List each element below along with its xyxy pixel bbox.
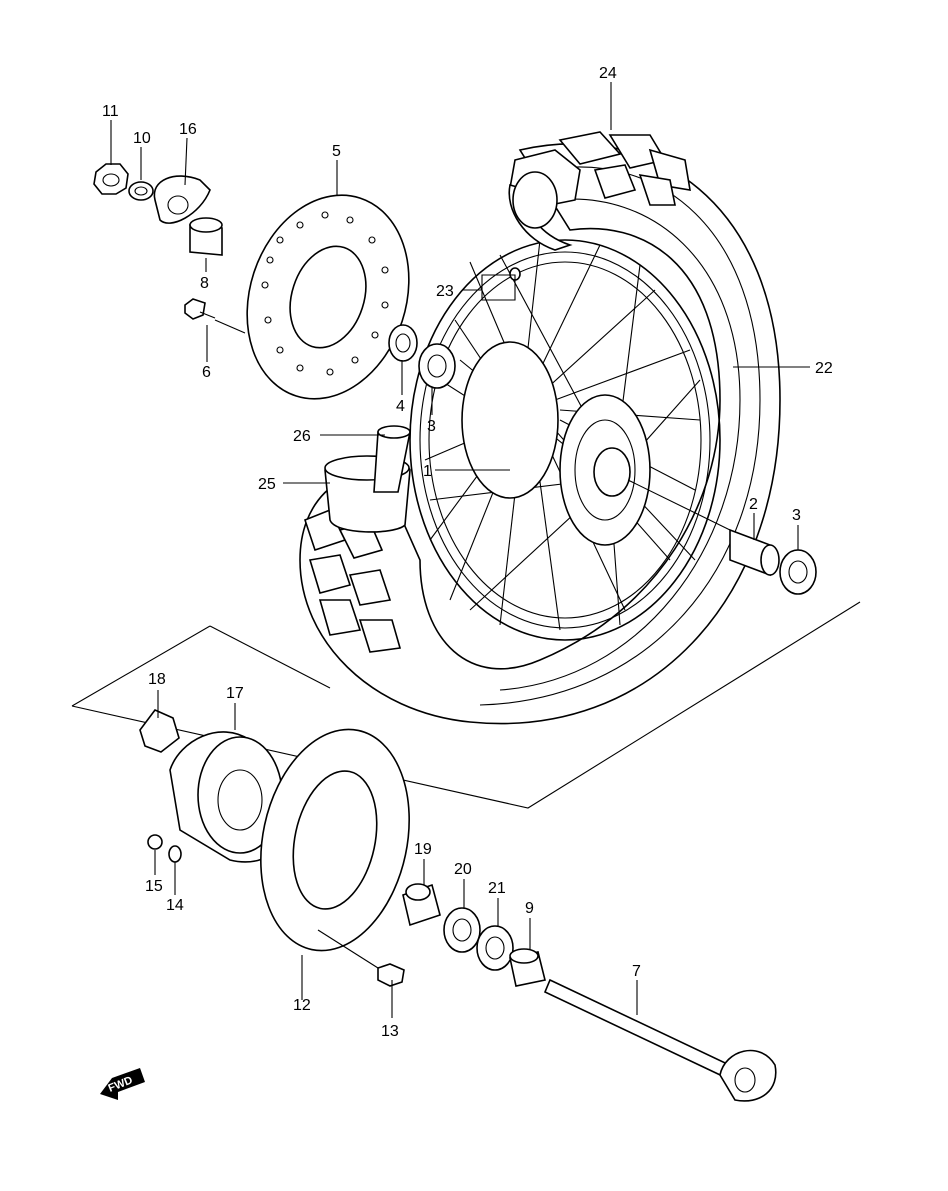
- callout-24: 24: [599, 65, 617, 82]
- callout-20: 20: [454, 861, 472, 878]
- callout-7: 7: [632, 963, 641, 980]
- callout-5: 5: [332, 143, 341, 160]
- rear-sprocket: [260, 728, 410, 952]
- callout-23: 23: [436, 283, 454, 300]
- callout-18: 18: [148, 671, 166, 688]
- callout-12: 12: [293, 997, 311, 1014]
- callout-21: 21: [488, 880, 506, 897]
- callout-14: 14: [166, 897, 184, 914]
- callout-9: 9: [525, 900, 534, 917]
- callouts: 24 11 10 16 5 8 23 6 22 4 3 26 1 25 2 3 …: [102, 65, 833, 1040]
- callout-25: 25: [258, 476, 276, 493]
- callout-3a: 3: [427, 418, 436, 435]
- callout-11: 11: [102, 103, 119, 120]
- axle-spacers-bearings: [402, 883, 546, 987]
- hub-bearings-left: [388, 324, 456, 389]
- rim-band-and-valve: [324, 425, 411, 533]
- callout-6: 6: [202, 364, 211, 381]
- callout-10: 10: [133, 130, 151, 147]
- forward-direction-indicator: FWD: [100, 1068, 145, 1100]
- callout-13: 13: [381, 1023, 399, 1040]
- callout-26: 26: [293, 428, 311, 445]
- callout-22: 22: [815, 360, 833, 377]
- leader-lines: [110, 82, 810, 1018]
- rear-axle: [543, 978, 777, 1102]
- brake-disc: [246, 194, 410, 400]
- callout-8: 8: [200, 275, 209, 292]
- hub-spacer-and-bearing-right: [627, 479, 817, 595]
- sprocket-bolt: [377, 963, 405, 987]
- callout-16: 16: [179, 121, 197, 138]
- callout-17: 17: [226, 685, 244, 702]
- callout-19: 19: [414, 841, 432, 858]
- callout-1: 1: [423, 463, 432, 480]
- callout-2: 2: [749, 496, 758, 513]
- top-left-hardware: [93, 163, 246, 334]
- svg-text:FWD: FWD: [107, 1074, 135, 1095]
- callout-3b: 3: [792, 507, 801, 524]
- wheel-tire-assembly: [299, 131, 781, 725]
- callout-15: 15: [145, 878, 163, 895]
- callout-4: 4: [396, 398, 405, 415]
